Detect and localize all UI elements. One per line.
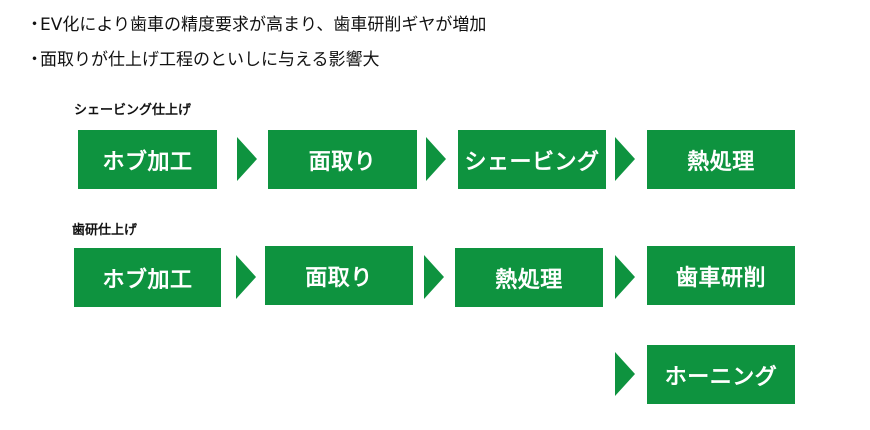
flow-arrow-2-4: [615, 352, 635, 396]
step-box-chamfer-2: 面取り: [265, 246, 413, 305]
bullet-item-2: ・面取りが仕上げ工程のといしに与える影響大: [26, 49, 380, 71]
section-label-grinding: 歯研仕上げ: [72, 223, 138, 238]
step-box-grinding-2: 歯車研削: [647, 246, 795, 305]
step-box-hob-2: ホブ加工: [74, 248, 221, 307]
bullet-marker: ・: [26, 15, 43, 35]
step-box-honing-2: ホーニング: [647, 345, 795, 404]
flow-arrow-2-3: [615, 255, 635, 299]
bullet-text-1: EV化により歯車の精度要求が高まり、歯車研削ギヤが増加: [40, 15, 487, 35]
flow-arrow-1-1: [237, 137, 257, 181]
step-box-hob-1: ホブ加工: [78, 130, 217, 189]
bullet-marker: ・: [26, 50, 43, 70]
bullet-text-2: 面取りが仕上げ工程のといしに与える影響大: [40, 50, 380, 70]
step-box-heat-1: 熱処理: [647, 130, 795, 189]
step-box-heat-2: 熱処理: [455, 248, 603, 307]
flow-arrow-2-2: [424, 255, 444, 299]
section-label-shaving: シェービング仕上げ: [74, 103, 192, 118]
step-box-shaving-1: シェービング: [458, 130, 606, 189]
step-box-chamfer-1: 面取り: [268, 130, 417, 189]
flow-arrow-1-3: [615, 137, 635, 181]
bullet-item-1: ・EV化により歯車の精度要求が高まり、歯車研削ギヤが増加: [26, 14, 486, 36]
flow-arrow-1-2: [426, 137, 446, 181]
flow-arrow-2-1: [236, 255, 256, 299]
